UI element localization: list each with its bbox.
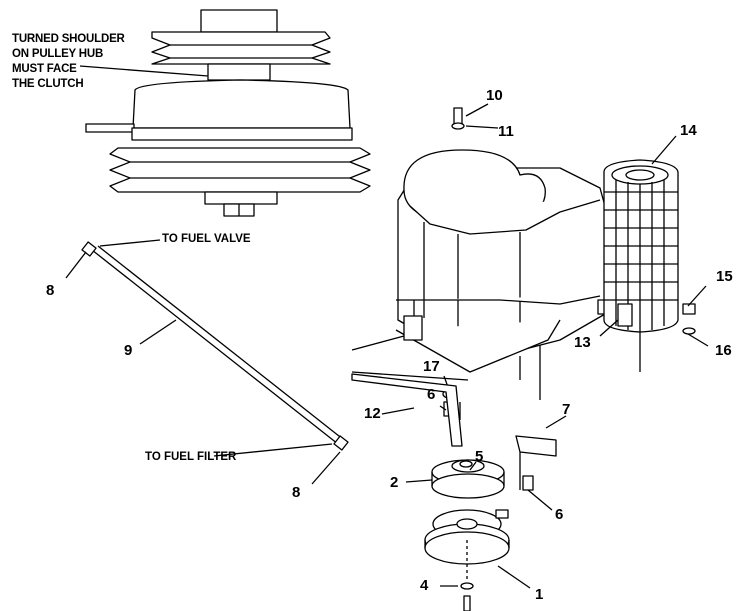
fuel-valve-callout: TO FUEL VALVE [162,233,251,245]
part-number-label: 17 [423,358,440,375]
part-number-label: 13 [574,334,591,351]
part-number-label: 14 [680,122,697,139]
part-number-label: 6 [427,386,436,403]
part-number-label: 5 [475,448,484,465]
part-number-label: 7 [562,401,571,418]
idler-pulley [432,460,504,498]
part-number-label: 11 [498,123,514,140]
pulley-hub-note: TURNED SHOULDER ON PULLEY HUB MUST FACE … [12,32,125,92]
part-number-label: 12 [364,405,381,422]
part-number-label: 10 [486,87,503,104]
part-number-label: 8 [46,282,55,299]
note-line: MUST FACE [12,63,77,75]
part-number-label: 6 [555,506,564,523]
intake-screen [604,160,678,372]
part-number-label: 16 [715,342,732,359]
note-line: THE CLUTCH [12,78,84,90]
fuel-filter-callout: TO FUEL FILTER [145,451,237,463]
engine [396,150,612,372]
part-number-label: 15 [716,268,733,285]
part-number-label: 4 [420,577,429,594]
part-number-label: 1 [535,586,544,603]
part-number-label: 2 [390,474,399,491]
note-line: ON PULLEY HUB [12,48,104,60]
note-leader [80,66,208,76]
fuel-line [82,242,348,450]
note-line: TURNED SHOULDER [12,33,125,45]
part-number-label: 9 [124,342,133,359]
part-number-label: 8 [292,484,301,501]
electric-clutch [425,510,509,564]
pulley-detail [86,10,370,216]
